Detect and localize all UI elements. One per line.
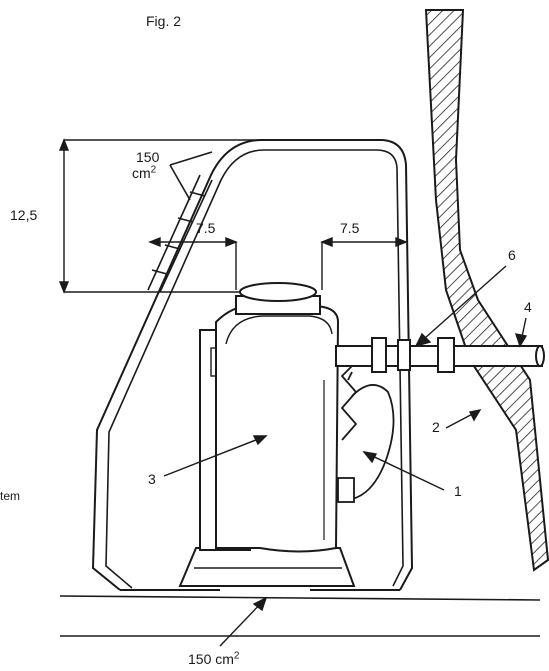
dimension-height — [58, 138, 262, 294]
callout-6: 6 — [508, 247, 516, 263]
dimension-clearance-right-label: 7.5 — [340, 220, 360, 236]
vent-bottom-area-label: 150 cm2 — [188, 650, 240, 667]
callout-leaders — [163, 265, 528, 647]
left-edge-text: tem — [0, 489, 21, 503]
dimension-clearance-left-label: 7.5 — [196, 220, 216, 236]
vent-top-area-unit-text: cm — [132, 165, 151, 181]
equipment-unit — [178, 282, 356, 587]
floor-line-upper — [59, 595, 541, 601]
top-vent-duct — [147, 151, 213, 293]
hatched-wall — [424, 9, 549, 572]
pipe — [335, 337, 545, 373]
callout-4: 4 — [524, 299, 532, 315]
callout-3: 3 — [148, 471, 156, 487]
dimension-height-label: 12,5 — [10, 207, 38, 223]
dimension-clearance-right — [320, 236, 408, 290]
fitting-assembly — [337, 347, 395, 503]
vent-top-area-unit: cm2 — [132, 164, 157, 181]
vent-bottom-area-text: 150 cm — [188, 651, 234, 667]
vent-top-area-exponent: 2 — [150, 164, 157, 176]
vent-bottom-area-exponent: 2 — [233, 650, 240, 662]
vent-top-area-value: 150 — [136, 149, 160, 165]
callout-1: 1 — [454, 483, 462, 499]
callout-2: 2 — [432, 419, 440, 435]
dimension-clearance-left — [148, 236, 238, 290]
figure-title: Fig. 2 — [146, 13, 182, 29]
